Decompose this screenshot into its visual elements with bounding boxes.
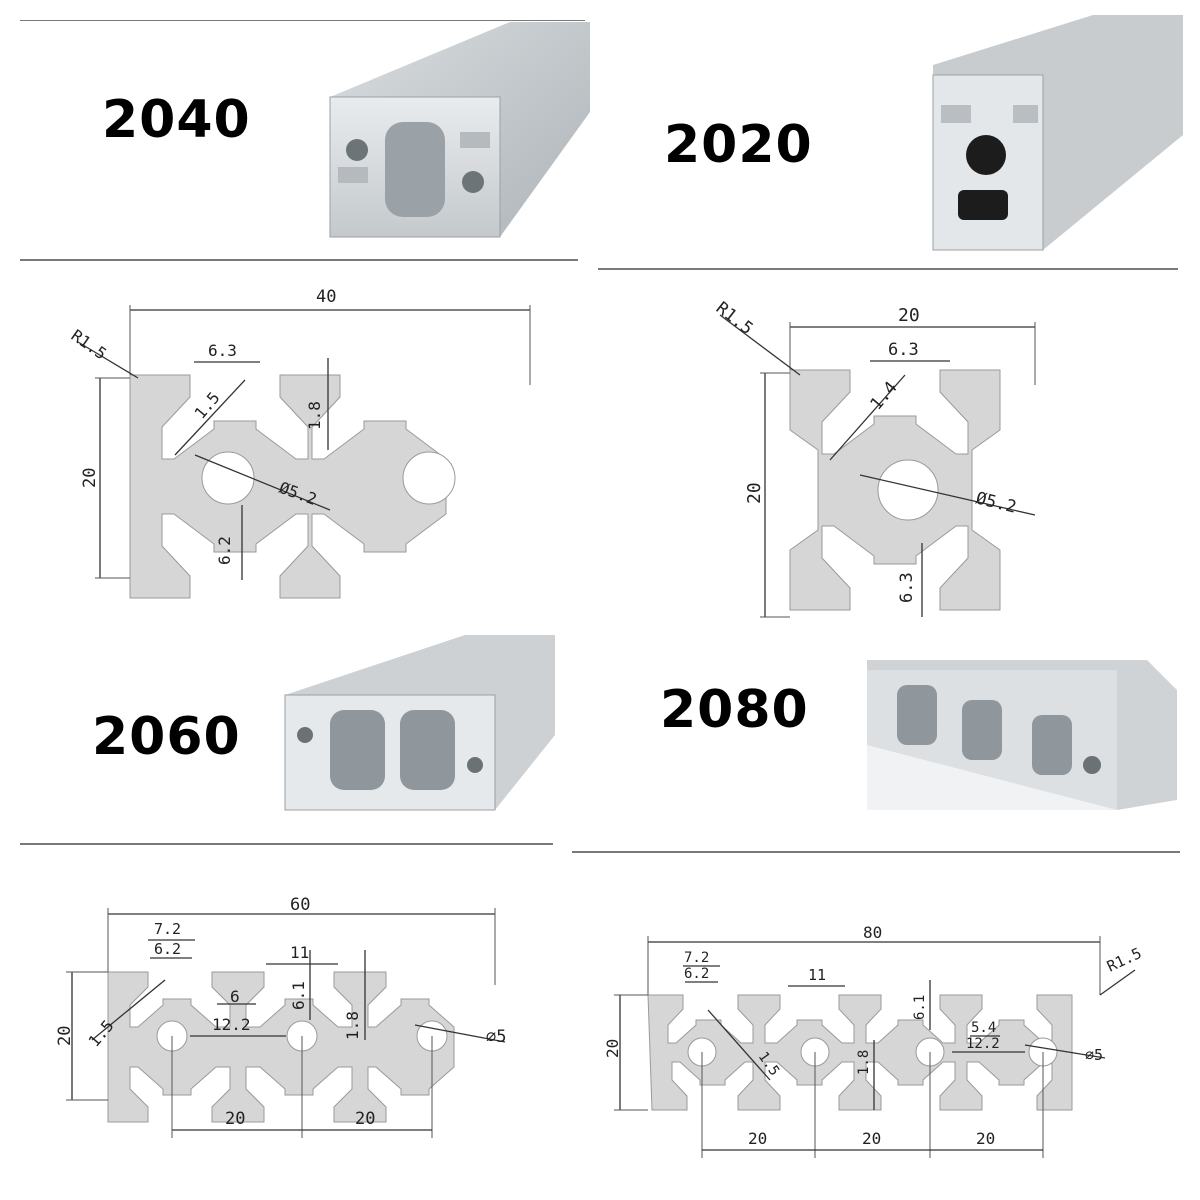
bore-hole-center <box>877 459 939 521</box>
dim-depth-a-2060: 6.1 <box>289 981 308 1010</box>
drawing-2080: 80 20 7.2 6.2 11 R1.5 6.1 5.4 12.2 ⌀5 1.… <box>603 923 1144 1158</box>
dim-radius-2020: R1.5 <box>712 298 757 339</box>
dim-top-slot-2080: 11 <box>808 966 826 984</box>
divider-right-2 <box>572 851 1180 853</box>
profile-outline-2060 <box>107 971 455 1123</box>
divider-right-1 <box>598 268 1178 270</box>
dim-depth-a-2080: 6.1 <box>912 995 928 1020</box>
dim-slot-2040: 6.3 <box>208 341 237 360</box>
dim-lower-2020: 6.3 <box>897 572 917 603</box>
dim-pitch-2-2060: 20 <box>355 1109 375 1129</box>
divider-left-1 <box>20 259 578 261</box>
dim-height-2040: 20 <box>80 468 100 488</box>
dim-pitch-1-2080: 20 <box>748 1129 767 1148</box>
dim-lower-2040: 6.2 <box>215 536 234 565</box>
dim-height-2080: 20 <box>603 1039 622 1058</box>
dim-width-2040: 40 <box>316 287 336 307</box>
divider-top-left <box>20 20 585 21</box>
dim-slot-outer-2080: 7.2 <box>684 950 709 966</box>
dim-width-2080: 80 <box>863 923 882 942</box>
panel-2060-photo: 2060 <box>20 635 555 840</box>
dim-width-2020: 20 <box>898 305 920 326</box>
dim-slot-outer-2060: 7.2 <box>154 920 181 938</box>
profile-label-2020: 2020 <box>664 115 813 175</box>
dim-radius-2080: R1.5 <box>1104 944 1144 976</box>
dim-pitch-1-2060: 20 <box>225 1109 245 1129</box>
dim-depth-b-2080: 1.8 <box>856 1050 872 1075</box>
profile-photo-2020 <box>932 15 1183 251</box>
dim-neck-2080: 5.4 <box>971 1020 996 1036</box>
profile-outline-2080 <box>647 994 1073 1111</box>
dim-wall-2040: 1.5 <box>191 388 224 422</box>
dim-hole-2080: ⌀5 <box>1085 1046 1103 1064</box>
dim-hole-2060: ⌀5 <box>486 1027 506 1047</box>
dim-gap-2060: 12.2 <box>212 1015 251 1034</box>
dim-width-2060: 60 <box>290 895 310 915</box>
profile-label-2040: 2040 <box>102 90 251 150</box>
profile-label-2060: 2060 <box>92 707 241 767</box>
panel-2020-photo: 2020 <box>598 15 1183 265</box>
profile-photo-2080 <box>867 660 1177 810</box>
bore-hole-left <box>201 451 255 505</box>
dim-height-2020: 20 <box>744 482 765 504</box>
drawing-2060: 60 20 7.2 6.2 11 6 6.1 1.8 1.5 12.2 ⌀5 2… <box>55 895 506 1138</box>
dim-slot-2020: 6.3 <box>888 340 919 360</box>
profile-outline-2040 <box>129 374 447 599</box>
dim-slot-inner-2080: 6.2 <box>684 966 709 982</box>
drawing-2040: 40 20 R1.5 6.3 1.5 1.8 Ø5.2 6.2 <box>68 287 531 599</box>
dim-pitch-2-2080: 20 <box>862 1129 881 1148</box>
dim-height-2060: 20 <box>55 1026 75 1046</box>
dim-pitch-3-2080: 20 <box>976 1129 995 1148</box>
panel-2080-photo: 2080 <box>572 650 1180 848</box>
bore-hole-right <box>402 451 456 505</box>
profile-photo-2060 <box>284 635 555 811</box>
dim-top-slot-2060: 11 <box>290 943 309 962</box>
profile-photo-2040 <box>329 22 590 238</box>
dim-hole-2020: Ø5.2 <box>974 488 1019 517</box>
panel-2040-photo: 2040 <box>20 22 590 257</box>
drawing-2020: 20 20 R1.5 6.3 1.4 Ø5.2 6.3 <box>712 298 1036 618</box>
dim-gap-2080: 12.2 <box>966 1036 1000 1052</box>
dim-slot-inner-2060: 6.2 <box>154 940 181 958</box>
dim-wall-2020: 1.4 <box>867 378 902 414</box>
dim-depth-b-2060: 1.8 <box>343 1011 362 1040</box>
dim-depth-2040: 1.8 <box>305 401 324 430</box>
profile-label-2080: 2080 <box>660 680 809 740</box>
divider-left-2 <box>20 843 553 845</box>
dim-neck-2060: 6 <box>230 987 240 1006</box>
